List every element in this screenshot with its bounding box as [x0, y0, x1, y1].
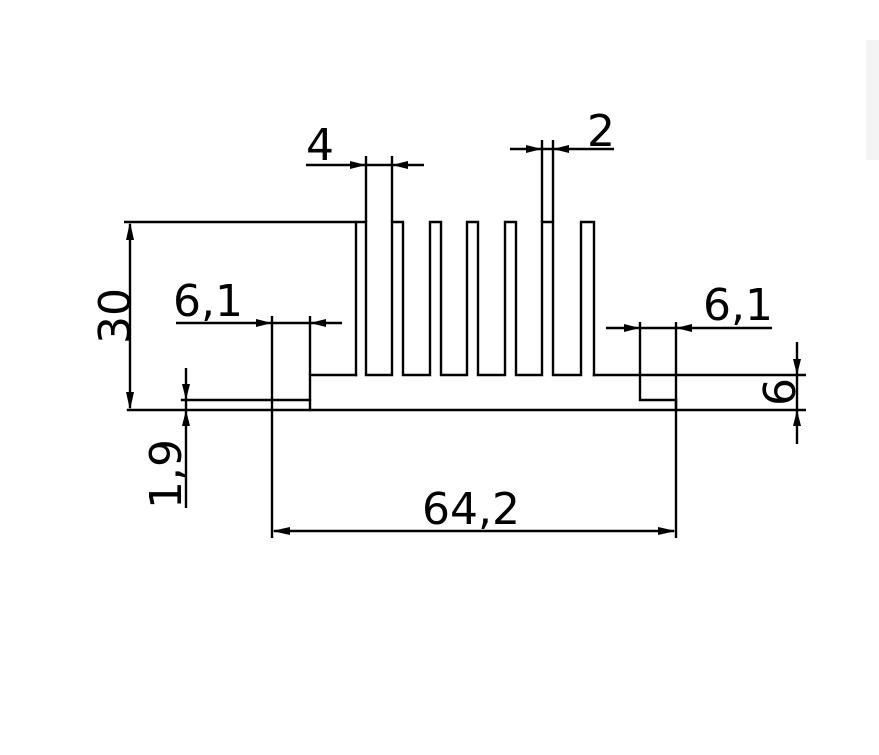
dim-left-flange: 6,1	[173, 276, 342, 538]
dim-height-overall: 30	[90, 222, 141, 410]
fin-comb-outline	[354, 220, 596, 377]
dim-19-label: 1,9	[141, 439, 192, 509]
dim-right-flange: 6,1	[606, 280, 773, 538]
page-edge-shade	[866, 40, 879, 160]
heatsink-profile	[124, 220, 678, 412]
dim-30-arrow-top	[126, 222, 134, 240]
dim-642-label: 64,2	[422, 484, 520, 535]
dim-4-arrow-right	[392, 161, 408, 169]
dim-642-arrow-left	[272, 527, 290, 535]
dim-30-arrow-bottom	[126, 392, 134, 410]
dim-19-arrow-top	[182, 384, 190, 400]
dim-4-label: 4	[306, 120, 334, 171]
dim-fin-thickness: 2	[510, 106, 615, 222]
dim-19-arrow-bottom	[182, 410, 190, 426]
dim-2-label: 2	[587, 106, 615, 157]
dim-642-arrow-right	[658, 527, 676, 535]
dim-total-width: 64,2	[272, 484, 676, 535]
dim-30-label: 30	[90, 288, 141, 344]
dim-6-arrow-bottom	[793, 410, 801, 426]
right-flange-outline	[592, 373, 678, 402]
dim-61r-arrow-right	[676, 324, 692, 332]
dim-61l-label: 6,1	[173, 276, 243, 327]
dim-base-thickness: 1,9	[141, 368, 192, 509]
dim-61r-arrow-left	[624, 324, 640, 332]
dim-61l-arrow-right	[310, 319, 326, 327]
left-flange-outline	[180, 373, 358, 402]
dim-61l-arrow-left	[256, 319, 272, 327]
dim-flange-height: 6	[640, 342, 806, 444]
dim-fin-pitch: 4	[306, 120, 424, 222]
dim-61r-label: 6,1	[703, 280, 773, 331]
dim-2-arrow-left	[526, 145, 542, 153]
dim-4-arrow-left	[350, 161, 366, 169]
dim-2-arrow-right	[553, 145, 569, 153]
dim-6-label: 6	[755, 378, 806, 406]
dim-6-arrow-top	[793, 359, 801, 375]
